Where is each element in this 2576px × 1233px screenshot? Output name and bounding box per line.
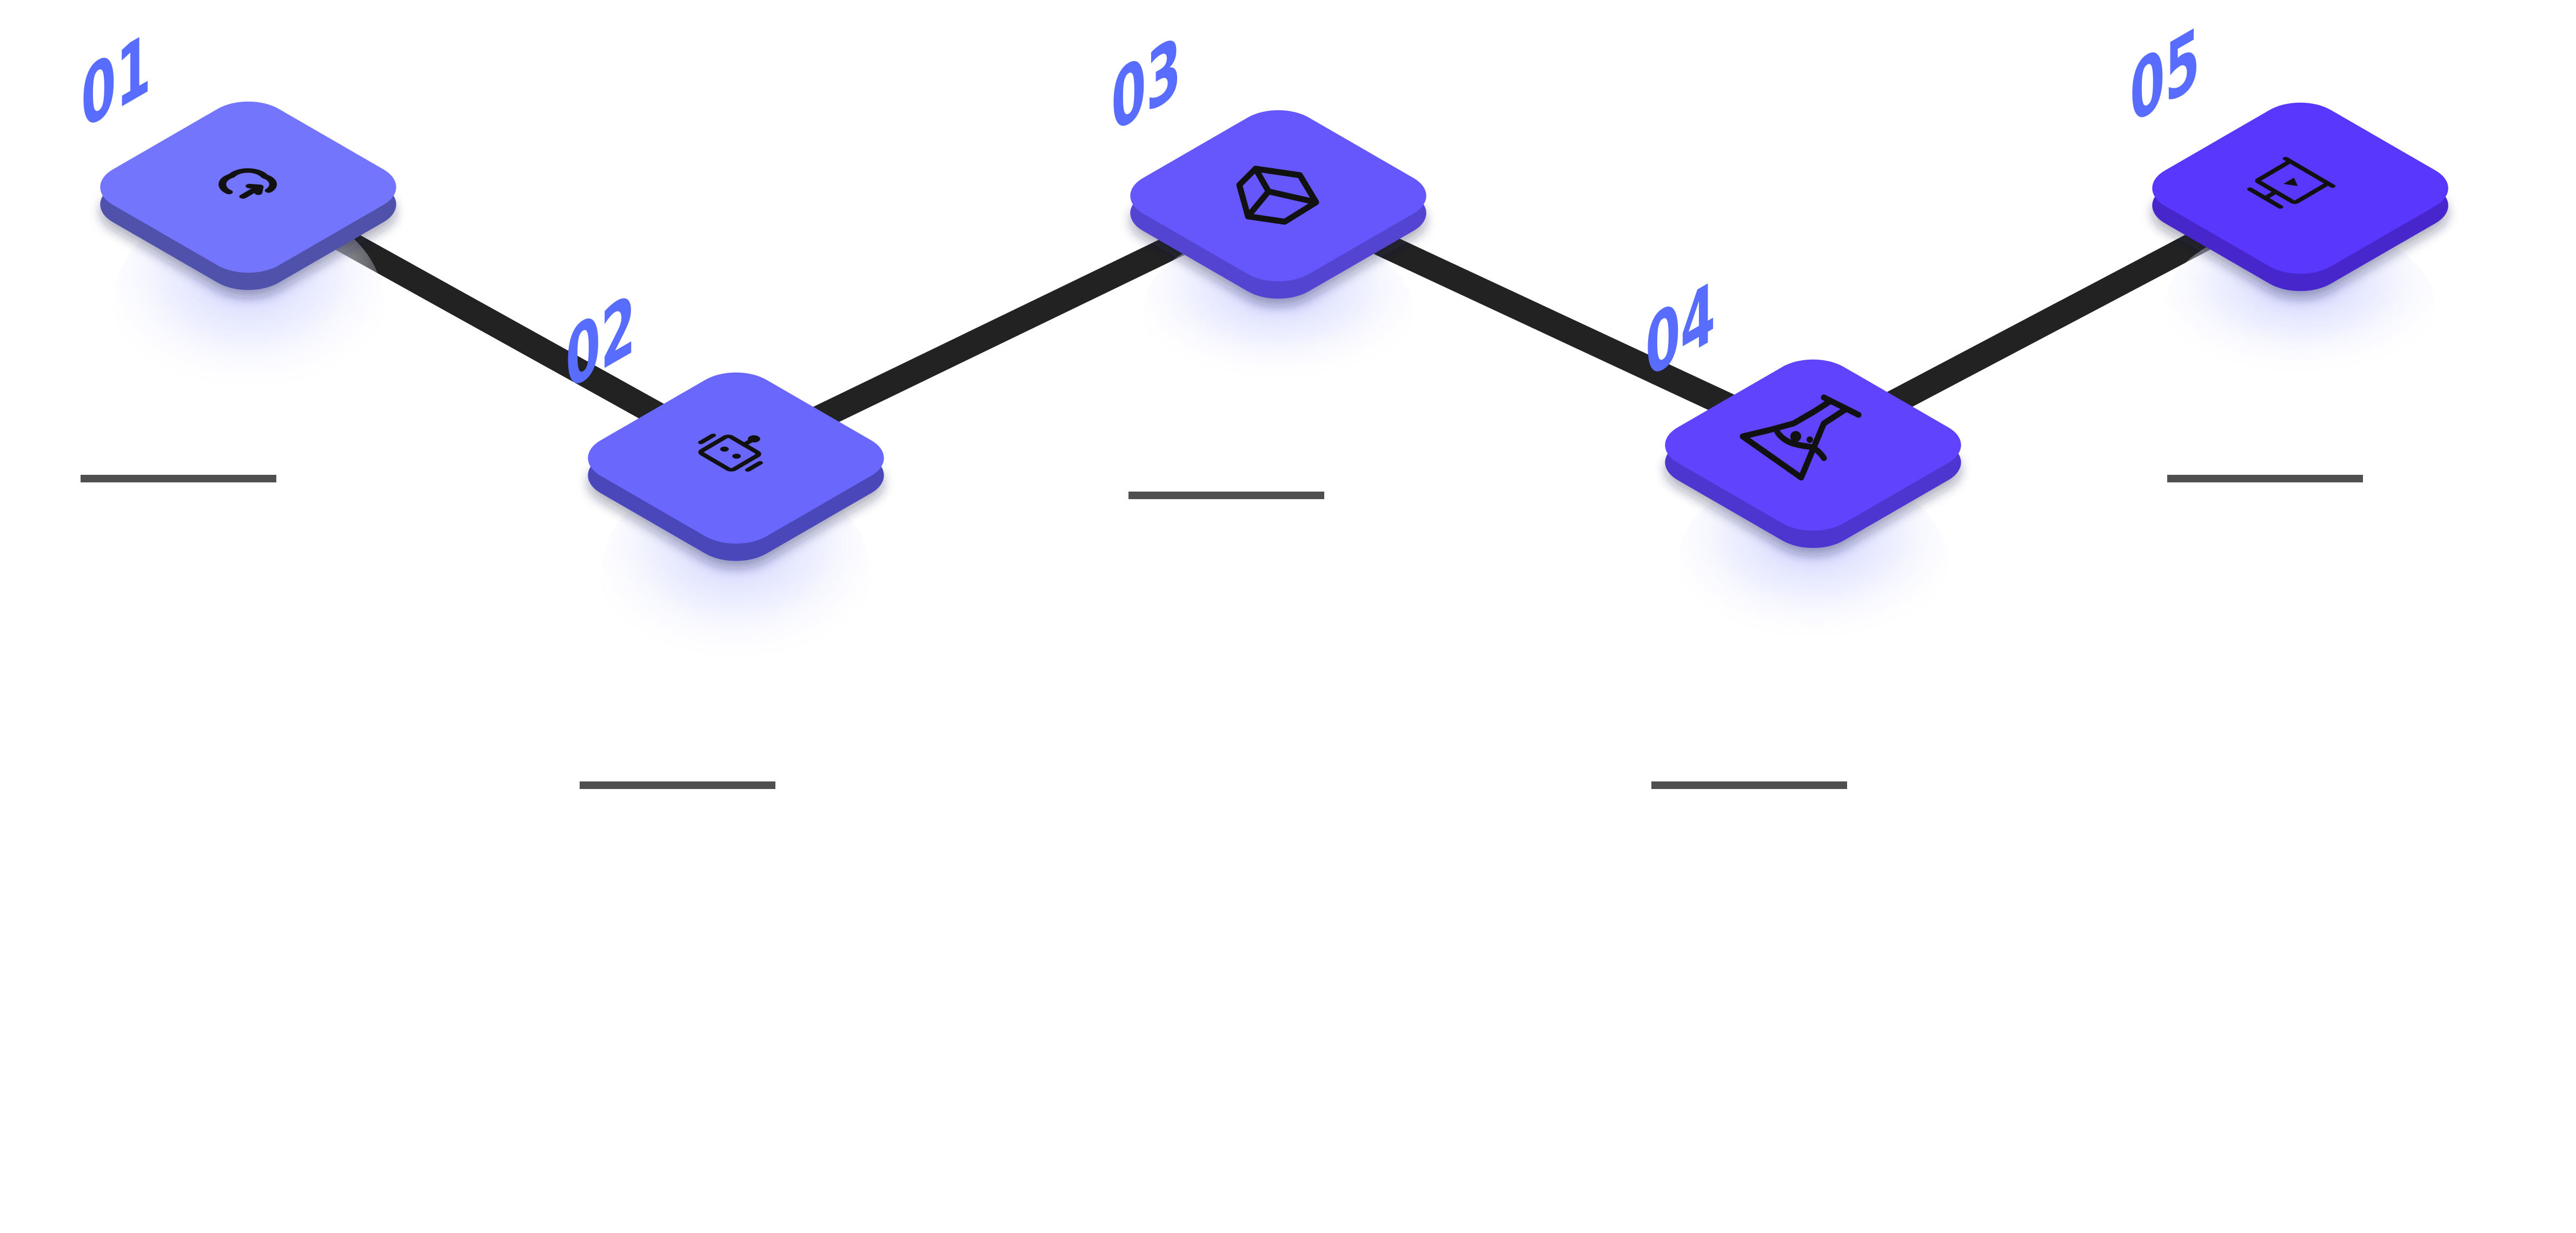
- step-number-04: 04: [1645, 263, 1715, 398]
- tile-glow: [2165, 224, 2435, 387]
- step-05-description-placeholder: [2167, 475, 2363, 482]
- step-01-description-placeholder: [81, 475, 276, 482]
- step-tile-04[interactable]: [1647, 349, 1979, 559]
- tile-face: [2152, 102, 2448, 274]
- step-tile-03[interactable]: [1112, 100, 1444, 309]
- tile-glow: [1143, 230, 1413, 392]
- step-number-03: 03: [1111, 17, 1181, 153]
- step-number-text: 05: [2130, 9, 2200, 144]
- step-number-text: 01: [81, 14, 151, 149]
- step-02-description-placeholder: [580, 781, 775, 789]
- presentation-icon: [2247, 157, 2336, 209]
- flask-icon: [1740, 394, 1862, 481]
- step-number-text: 04: [1645, 263, 1715, 398]
- step-number-01: 01: [81, 14, 151, 149]
- step-tile-05[interactable]: [2134, 92, 2466, 302]
- step-tile-02[interactable]: [570, 362, 902, 572]
- step-number-05: 05: [2130, 9, 2200, 144]
- cloud-upload-icon: [218, 168, 277, 199]
- step-number-text: 03: [1111, 17, 1181, 153]
- step-04-description-placeholder: [1651, 781, 1847, 789]
- robot-icon: [698, 433, 763, 472]
- step-tile-01[interactable]: [82, 91, 414, 301]
- step-03-description-placeholder: [1128, 492, 1324, 499]
- cube-icon: [1236, 165, 1319, 225]
